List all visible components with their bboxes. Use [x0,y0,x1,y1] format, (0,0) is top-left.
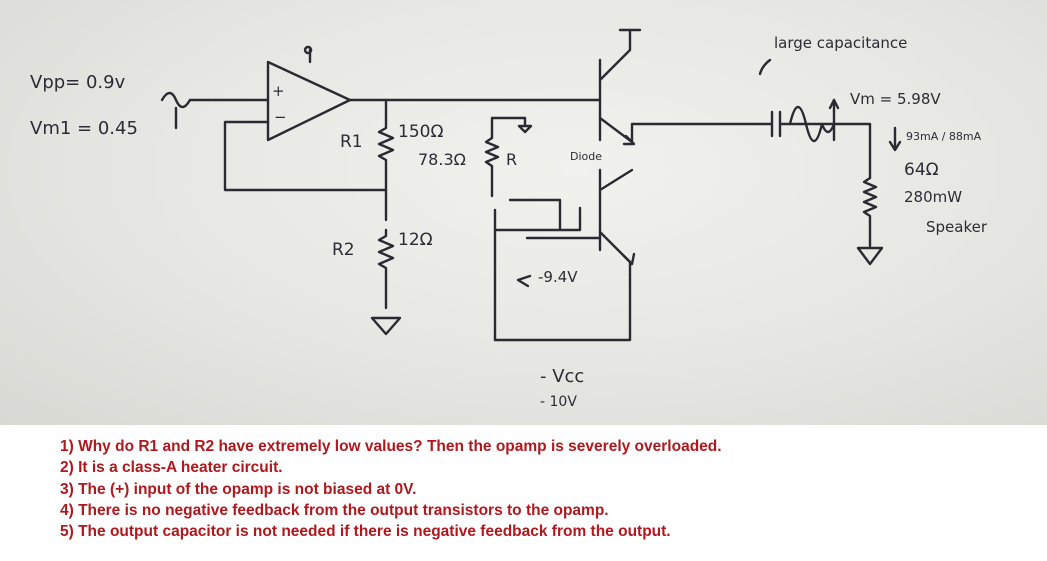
opamp-minus-label: − [274,108,287,126]
pot-resistor [484,128,500,198]
note-2: 2) It is a class-A heater circuit. [60,459,283,477]
input-sine-source [160,91,218,109]
diode-label: Diode [570,150,603,163]
ground-symbol-1 [370,316,402,336]
bias-network [493,198,582,342]
speaker-resistor [862,176,878,248]
vm1-label: Vm1 = 0.45 [30,118,138,139]
r1-resistor [377,116,395,222]
vcc-value: - 10V [540,394,577,410]
r2-value: 12Ω [398,230,433,250]
speaker-label: Speaker [926,218,988,236]
r1-label: R1 [340,132,363,152]
note-3: 3) The (+) input of the opamp is not bia… [60,480,417,498]
current-label: 93mA / 88mA [906,130,982,143]
pot-label: R [506,150,518,169]
neg-supply-label: -9.4V [538,268,578,286]
ground-symbol-2 [856,246,884,266]
vcc-label: - Vcc [540,366,585,387]
r2-resistor [377,228,395,310]
note-4: 4) There is no negative feedback from th… [60,501,609,519]
load-power: 280mW [904,188,963,206]
note-5: 5) The output capacitor is not needed if… [60,523,671,541]
cap-note: large capacitance [774,34,908,52]
vpp-label: Vpp= 0.9v [30,72,126,93]
negative-rail [493,278,632,342]
opamp-plus-label: + [272,82,285,100]
feedback-wire [223,120,388,192]
schematic-drawing [160,28,902,342]
output-capacitor [758,110,802,138]
load-resistance: 64Ω [904,160,939,180]
note-1: 1) Why do R1 and R2 have extremely low v… [60,438,722,455]
review-notes: 1) Why do R1 and R2 have extremely low v… [60,436,1020,542]
output-sine [788,105,836,143]
schematic-photo: Vpp= 0.9v Vm1 = 0.45 + − R1 150Ω 78.3Ω R… [0,0,1047,425]
r2-label: R2 [332,240,355,260]
r1-value: 150Ω [398,122,444,142]
opamp-symbol [266,60,352,142]
pot-value: 78.3Ω [418,150,466,169]
vm-out-label: Vm = 5.98V [850,90,941,108]
